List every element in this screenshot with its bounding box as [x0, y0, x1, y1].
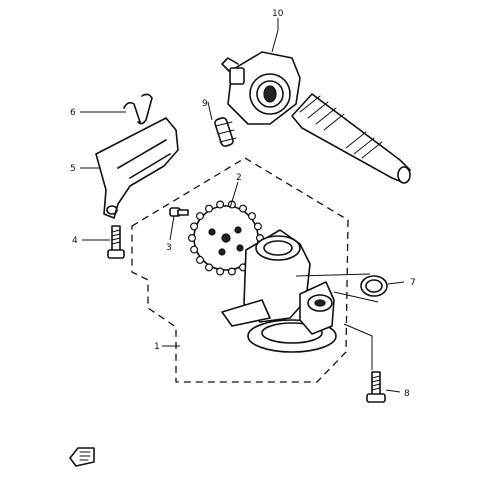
bracket	[95, 117, 179, 219]
sprocket-tooth	[248, 212, 257, 221]
callout-5: 5	[70, 164, 76, 174]
front-arrow-icon	[69, 447, 95, 467]
sprocket-tooth	[253, 222, 262, 231]
sprocket-tooth	[196, 212, 205, 221]
sprocket-tooth	[216, 200, 225, 209]
clip	[123, 93, 153, 125]
assembly-outline	[131, 157, 349, 383]
sprocket-tooth	[205, 263, 214, 272]
bolt-left	[107, 225, 125, 259]
callout-9: 9	[202, 99, 208, 109]
callout-7: 7	[410, 278, 416, 288]
callout-2: 2	[236, 173, 242, 183]
drive-gear-housing	[221, 51, 301, 125]
leader-lines	[80, 18, 405, 393]
bolt-small	[169, 207, 189, 217]
sprocket-tooth	[239, 204, 248, 213]
sprocket-tooth	[216, 267, 225, 276]
callout-6: 6	[70, 108, 76, 118]
callout-4: 4	[72, 236, 78, 246]
o-ring	[360, 275, 388, 297]
callout-10: 10	[272, 9, 284, 19]
sprocket-tooth	[188, 234, 197, 243]
link-chain	[214, 117, 237, 147]
sprocket-tooth	[205, 204, 214, 213]
sprocket-tooth	[196, 255, 205, 264]
sprocket-tooth	[190, 245, 199, 254]
callout-1: 1	[154, 342, 160, 352]
shaft	[291, 93, 411, 184]
sprocket-tooth	[227, 267, 236, 276]
bolt-right	[366, 371, 386, 403]
oil-pump-body	[221, 229, 337, 353]
callouts: 10 6 9 5 2 3 4 7 1 8	[70, 9, 416, 399]
callout-8: 8	[404, 389, 410, 399]
sprocket-tooth	[190, 222, 199, 231]
callout-3: 3	[166, 243, 172, 253]
